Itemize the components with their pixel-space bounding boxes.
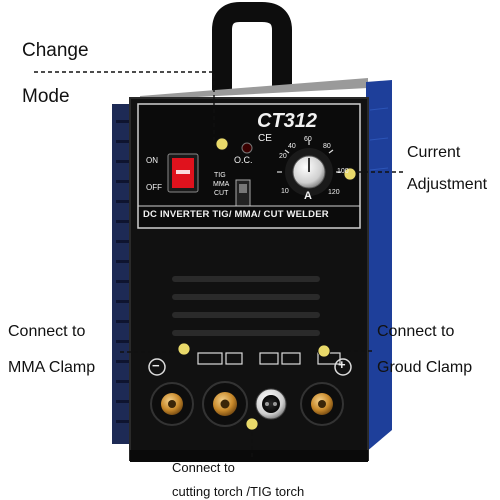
dial-tick-label: 10 bbox=[281, 188, 289, 195]
power-rocker-switch[interactable] bbox=[167, 153, 199, 193]
negative-sign: − bbox=[152, 358, 160, 373]
top-cover bbox=[140, 78, 368, 100]
current-dial-knob[interactable] bbox=[277, 140, 341, 196]
mode-cut-label: CUT bbox=[214, 190, 229, 197]
carry-handle bbox=[212, 2, 292, 92]
model-name: CT312 bbox=[257, 110, 318, 132]
off-label: OFF bbox=[146, 183, 162, 192]
positive-terminal[interactable] bbox=[300, 382, 344, 426]
change-mode-label-line1: Change bbox=[22, 40, 89, 61]
negative-terminal[interactable] bbox=[150, 382, 194, 426]
mode-toggle-switch[interactable] bbox=[235, 179, 251, 207]
overcurrent-indicator bbox=[241, 142, 253, 154]
gas-connector[interactable] bbox=[255, 388, 287, 420]
callout-lines bbox=[34, 71, 404, 458]
positive-symbol bbox=[334, 358, 352, 376]
dial-tick-label: 120 bbox=[328, 189, 340, 196]
cooling-slots bbox=[172, 276, 320, 336]
dial-tick-label: 20 bbox=[279, 153, 287, 160]
dial-tick-label: 60 bbox=[304, 136, 312, 143]
left-vent bbox=[112, 104, 134, 444]
current-adjustment-label-line1: Current bbox=[407, 144, 461, 161]
base-plate bbox=[130, 450, 368, 462]
banner-text: DC INVERTER TIG/ MMA/ CUT WELDER bbox=[143, 209, 329, 220]
mode-tig-label: TIG bbox=[214, 172, 226, 179]
torch-label-line2: cutting torch /TIG torch bbox=[172, 484, 305, 499]
mode-mma-label: MMA bbox=[213, 181, 230, 188]
on-label: ON bbox=[146, 156, 158, 165]
current-adjustment-label-line2: Adjustment bbox=[407, 176, 488, 193]
torch-terminal[interactable] bbox=[202, 381, 248, 427]
positive-sign: + bbox=[338, 357, 346, 372]
connector-symbol-row bbox=[197, 352, 341, 365]
negative-symbol bbox=[148, 358, 166, 376]
mma-clamp-label-line2: MMA Clamp bbox=[8, 359, 96, 376]
torch-label-line1: Connect to bbox=[172, 460, 235, 475]
ground-clamp-label-line1: Connect to bbox=[377, 323, 455, 340]
dial-unit-label: A bbox=[304, 190, 312, 202]
mma-clamp-label-line1: Connect to bbox=[8, 323, 86, 340]
indicator-dot bbox=[177, 137, 357, 431]
ground-clamp-label-line2: Groud Clamp bbox=[377, 359, 473, 376]
side-panel bbox=[366, 80, 392, 452]
dial-tick-label: 80 bbox=[323, 143, 331, 150]
ce-mark: CE bbox=[258, 133, 272, 144]
dial-tick-label: 100 bbox=[337, 168, 349, 175]
change-mode-label-line2: Mode bbox=[22, 86, 70, 107]
dial-tick-label: 40 bbox=[288, 143, 296, 150]
oc-label: O.C. bbox=[234, 155, 253, 165]
